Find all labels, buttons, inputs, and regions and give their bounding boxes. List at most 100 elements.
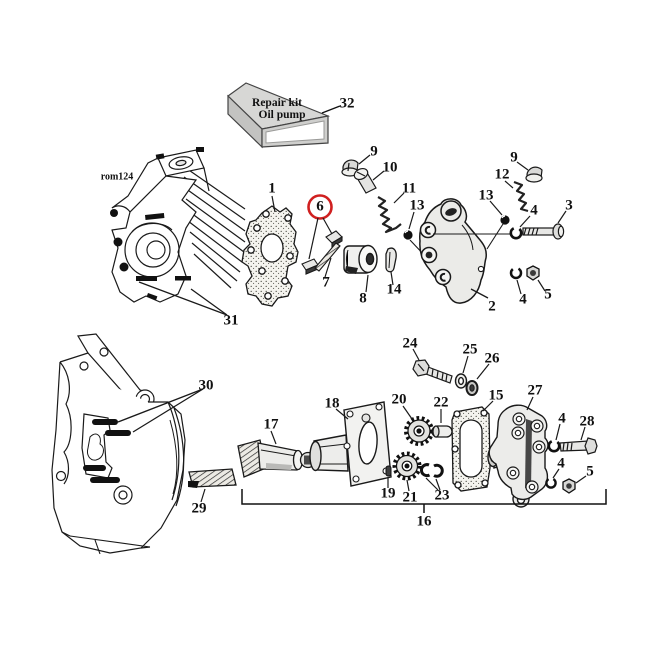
part-11-spring <box>377 196 402 234</box>
highlight-circle-6 <box>307 194 333 220</box>
leader-30a <box>117 388 204 423</box>
leader-11 <box>393 192 405 204</box>
part-4-washer-a <box>433 215 531 240</box>
leader-5b <box>575 475 587 484</box>
leader-32 <box>321 105 341 114</box>
callout-4d: 4 <box>557 455 565 472</box>
leader-4a <box>519 215 531 228</box>
bracket-16 <box>241 489 607 513</box>
callout-12: 12 <box>494 166 510 183</box>
callout-17: 17 <box>263 416 279 433</box>
leader-21 <box>406 479 410 492</box>
part-3-bolt <box>522 210 567 240</box>
leader-26 <box>476 363 490 380</box>
leader-17 <box>270 430 277 445</box>
leader-4b <box>516 279 522 295</box>
repair-kit-line1: Repair kit <box>252 97 302 109</box>
callout-1: 1 <box>268 180 276 197</box>
callout-29: 29 <box>191 500 207 517</box>
callout-4b: 4 <box>519 291 527 308</box>
leader-27 <box>526 396 534 411</box>
callout-9a: 9 <box>370 143 378 160</box>
callout-5a: 5 <box>544 286 552 303</box>
callout-30: 30 <box>198 377 214 394</box>
callout-11: 11 <box>401 180 417 197</box>
part-18-pump-body <box>309 401 392 487</box>
part-5-nut-a <box>526 265 546 292</box>
part-4-washer-d <box>545 468 560 489</box>
callout-10: 10 <box>382 159 398 176</box>
repair-kit-line2: Oil pump <box>258 109 306 121</box>
callout-24: 24 <box>402 335 418 352</box>
part-2-pump-cover <box>419 198 489 304</box>
part-14-key <box>385 247 397 286</box>
callout-16: 16 <box>416 513 432 530</box>
leaders-6-7 <box>308 217 333 278</box>
leader-28 <box>580 426 586 441</box>
callout-9b: 9 <box>510 149 518 166</box>
leader-31a <box>138 281 228 316</box>
callout-4a: 4 <box>530 202 538 219</box>
callout-6: 6 <box>316 198 324 215</box>
callout-20: 20 <box>391 391 407 408</box>
leader-4c <box>555 423 561 441</box>
callout-7: 7 <box>322 274 330 291</box>
callout-3: 3 <box>565 197 573 214</box>
callout-13b: 13 <box>478 187 494 204</box>
callout-21: 21 <box>402 489 418 506</box>
callout-15: 15 <box>488 387 504 404</box>
part-28-bolt <box>559 426 598 455</box>
gearcase-bottom-left <box>51 333 204 555</box>
leader-29 <box>200 488 206 503</box>
part-10-screw <box>353 167 385 194</box>
part-21-gear <box>392 451 422 492</box>
part-4-washer-c <box>547 423 561 453</box>
callout-25: 25 <box>462 341 478 358</box>
leader-23b <box>435 478 441 491</box>
callout-5b: 5 <box>586 463 594 480</box>
callout-19: 19 <box>380 485 396 502</box>
leader-13b <box>489 200 503 216</box>
callout-13a: 13 <box>409 197 425 214</box>
leader-18 <box>335 408 349 420</box>
part-13-ball-right <box>486 200 510 250</box>
leader-4d <box>552 468 560 479</box>
leader-20 <box>402 405 413 420</box>
leader-12 <box>504 180 514 189</box>
leader-31b <box>190 288 228 316</box>
part-24-screw <box>412 348 453 384</box>
part-19-pin <box>385 465 392 488</box>
part-26-washer <box>465 363 490 396</box>
callout-8: 8 <box>359 290 367 307</box>
callout-28: 28 <box>579 413 595 430</box>
callout-31: 31 <box>223 312 239 329</box>
callout-14: 14 <box>386 281 402 298</box>
leader-10 <box>372 170 385 181</box>
leader-13a <box>408 211 415 230</box>
leader-30b <box>132 388 204 433</box>
callout-18: 18 <box>324 395 340 412</box>
callout-26: 26 <box>484 350 500 367</box>
leader-2 <box>470 288 489 299</box>
drawing-ref: rom124 <box>100 171 134 183</box>
part-20-gear <box>402 405 434 446</box>
leader-9b <box>516 161 529 171</box>
leader-1 <box>271 195 276 213</box>
leader-15 <box>482 400 494 412</box>
part-8-bushing <box>343 244 378 293</box>
repair-kit-box <box>227 82 341 149</box>
part-25-washer <box>454 355 469 389</box>
leader-23a <box>425 477 439 491</box>
part-4-washer-b <box>509 266 523 295</box>
part-9-capnut-right <box>516 161 543 183</box>
leader-9a <box>358 154 371 165</box>
leader-5a <box>537 279 546 292</box>
part-9-capnut-left <box>341 154 371 177</box>
part-7-pin <box>314 242 341 272</box>
callout-27: 27 <box>527 382 543 399</box>
part-29-worm-gear <box>188 468 237 503</box>
part-17-drive-shaft <box>237 430 317 478</box>
leader-3 <box>557 210 567 224</box>
part-22-pin <box>431 409 453 438</box>
